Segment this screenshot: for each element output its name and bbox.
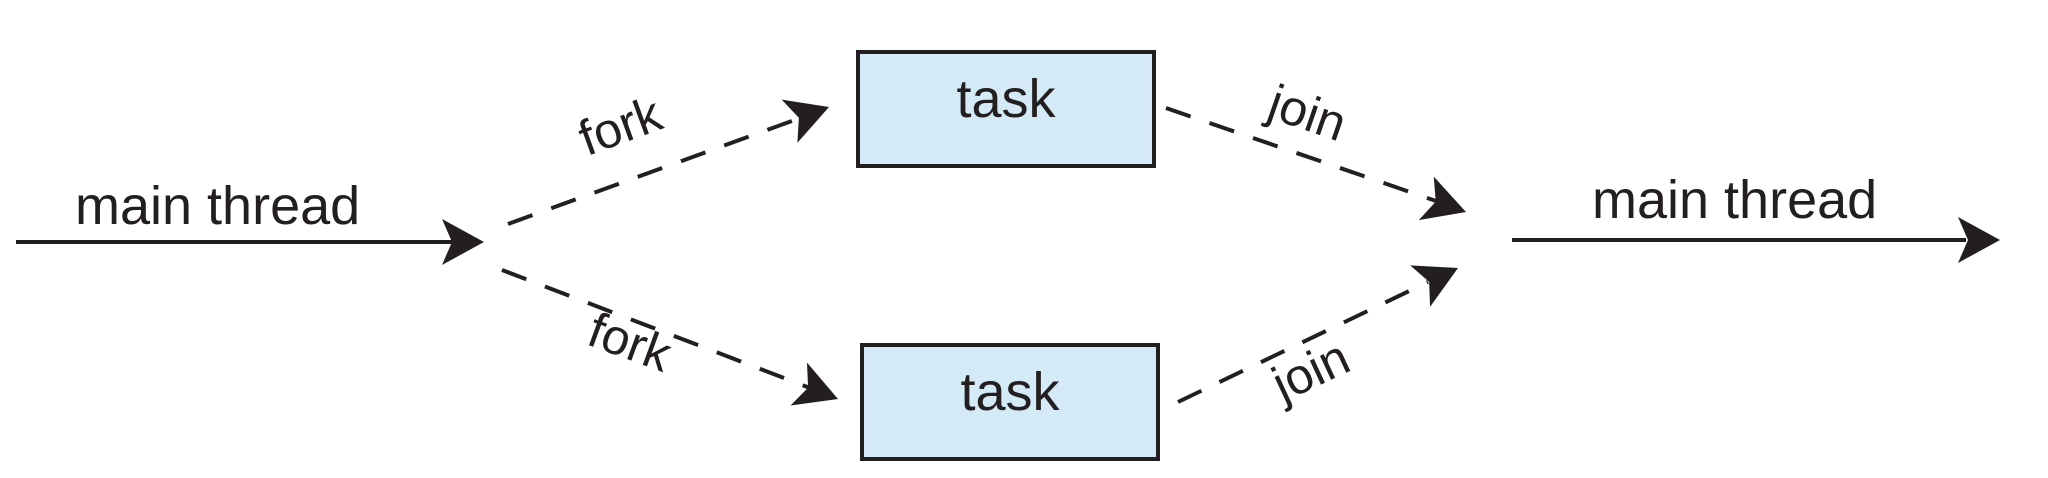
main-thread-arrowhead-right	[1958, 217, 2000, 263]
join-arrowhead-top	[1418, 176, 1466, 221]
main-thread-label-left: main thread	[75, 176, 360, 236]
task-box-top	[856, 50, 1156, 168]
fork-label-top: fork	[571, 85, 669, 166]
main-thread-arrowhead-left	[442, 219, 484, 265]
fork-edge-top	[507, 116, 801, 226]
fork-edge-bottom	[501, 268, 811, 390]
task-label-bottom: task	[960, 362, 1060, 422]
join-label-bottom: join	[1262, 329, 1358, 413]
main-thread-label-right: main thread	[1592, 170, 1877, 230]
fork-arrowhead-top	[781, 99, 829, 143]
task-box-bottom	[860, 343, 1160, 461]
join-edge-top	[1165, 106, 1437, 203]
fork-label-bottom: fork	[581, 301, 679, 382]
fork-arrowhead-bottom	[790, 362, 838, 406]
join-arrowhead-bottom	[1410, 265, 1458, 307]
join-edge-bottom	[1177, 280, 1429, 404]
task-label-top: task	[956, 69, 1056, 129]
join-label-top: join	[1260, 73, 1354, 152]
